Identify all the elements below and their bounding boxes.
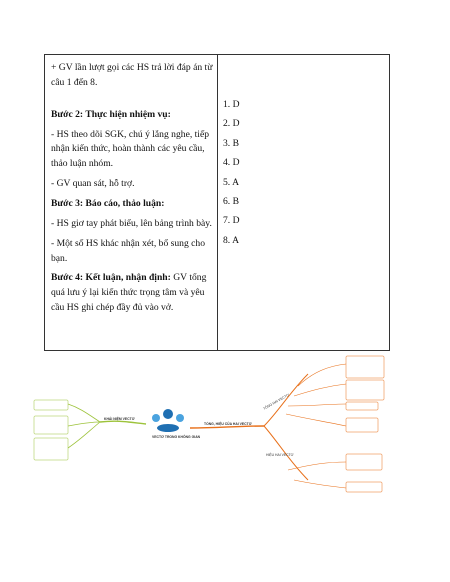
note-box [345, 401, 379, 411]
step4-title: Bước 4: Kết luận, nhận định: [51, 272, 171, 284]
left-branch-line [99, 420, 147, 425]
column-divider [217, 55, 218, 350]
step4-paragraph: Bước 4: Kết luận, nhận định: GV tổng quá… [51, 271, 213, 316]
step3-line2: - Một số HS khác nhận xét, bổ sung cho b… [51, 237, 206, 264]
step2-line1: - HS theo dõi SGK, chú ý lắng nghe, tiếp… [51, 128, 210, 170]
answer-item: 3. B [223, 137, 239, 149]
answer-item: 2. D [223, 118, 240, 130]
mind-map: KHÁI NIỆM VECTƠ VECTƠ TRONG KHÔNG GIAN T… [33, 355, 385, 493]
note-box [345, 453, 383, 471]
answer-item: 5. A [223, 176, 239, 188]
answers-column: 1. D 2. D 3. B 4. D 5. A 6. B 7. D 8. A [223, 95, 383, 250]
step3-title: Bước 3: Báo cáo, thảo luận: [51, 198, 165, 210]
answer-item: 1. D [223, 99, 240, 110]
answer-item: 6. B [223, 196, 239, 208]
center-topic: VECTƠ TRONG KHÔNG GIAN [152, 434, 201, 439]
step4-text: GV tổng quá lưu ý lại kiến thức trọng tâ… [51, 272, 207, 314]
people-icon [163, 409, 173, 419]
step2-title: Bước 2: Thực hiện nhiệm vụ: [51, 108, 171, 120]
note-box [345, 481, 383, 493]
note-box [33, 437, 69, 461]
right-branch-line [189, 425, 265, 429]
answer-item: 7. D [223, 215, 240, 227]
step3-line1: - HS giơ tay phát biểu, lên bảng trình b… [51, 217, 212, 229]
right-branch-label: TỔNG, HIỆU CỦA HAI VECTƠ [204, 421, 252, 426]
note-box [345, 379, 385, 401]
answer-item: 8. A [223, 234, 239, 246]
left-branch-label: KHÁI NIỆM VECTƠ [104, 416, 135, 421]
note-box [345, 417, 379, 433]
procedure-column: + GV lần lượt gọi các HS trả lời đáp án … [51, 61, 213, 321]
intro-text: + GV lần lượt gọi các HS trả lời đáp án … [51, 62, 213, 88]
step2-line2: - GV quan sát, hỗ trợ. [51, 178, 135, 190]
activity-table: + GV lần lượt gọi các HS trả lời đáp án … [44, 54, 390, 351]
note-box [345, 355, 385, 379]
answer-item: 4. D [223, 157, 240, 169]
note-box [33, 399, 69, 411]
sub-branch-diff: HIỆU HAI VECTƠ [266, 452, 294, 457]
sub-branch-sum: TỔNG HAI VECTƠ [262, 392, 290, 411]
note-box [33, 415, 69, 435]
